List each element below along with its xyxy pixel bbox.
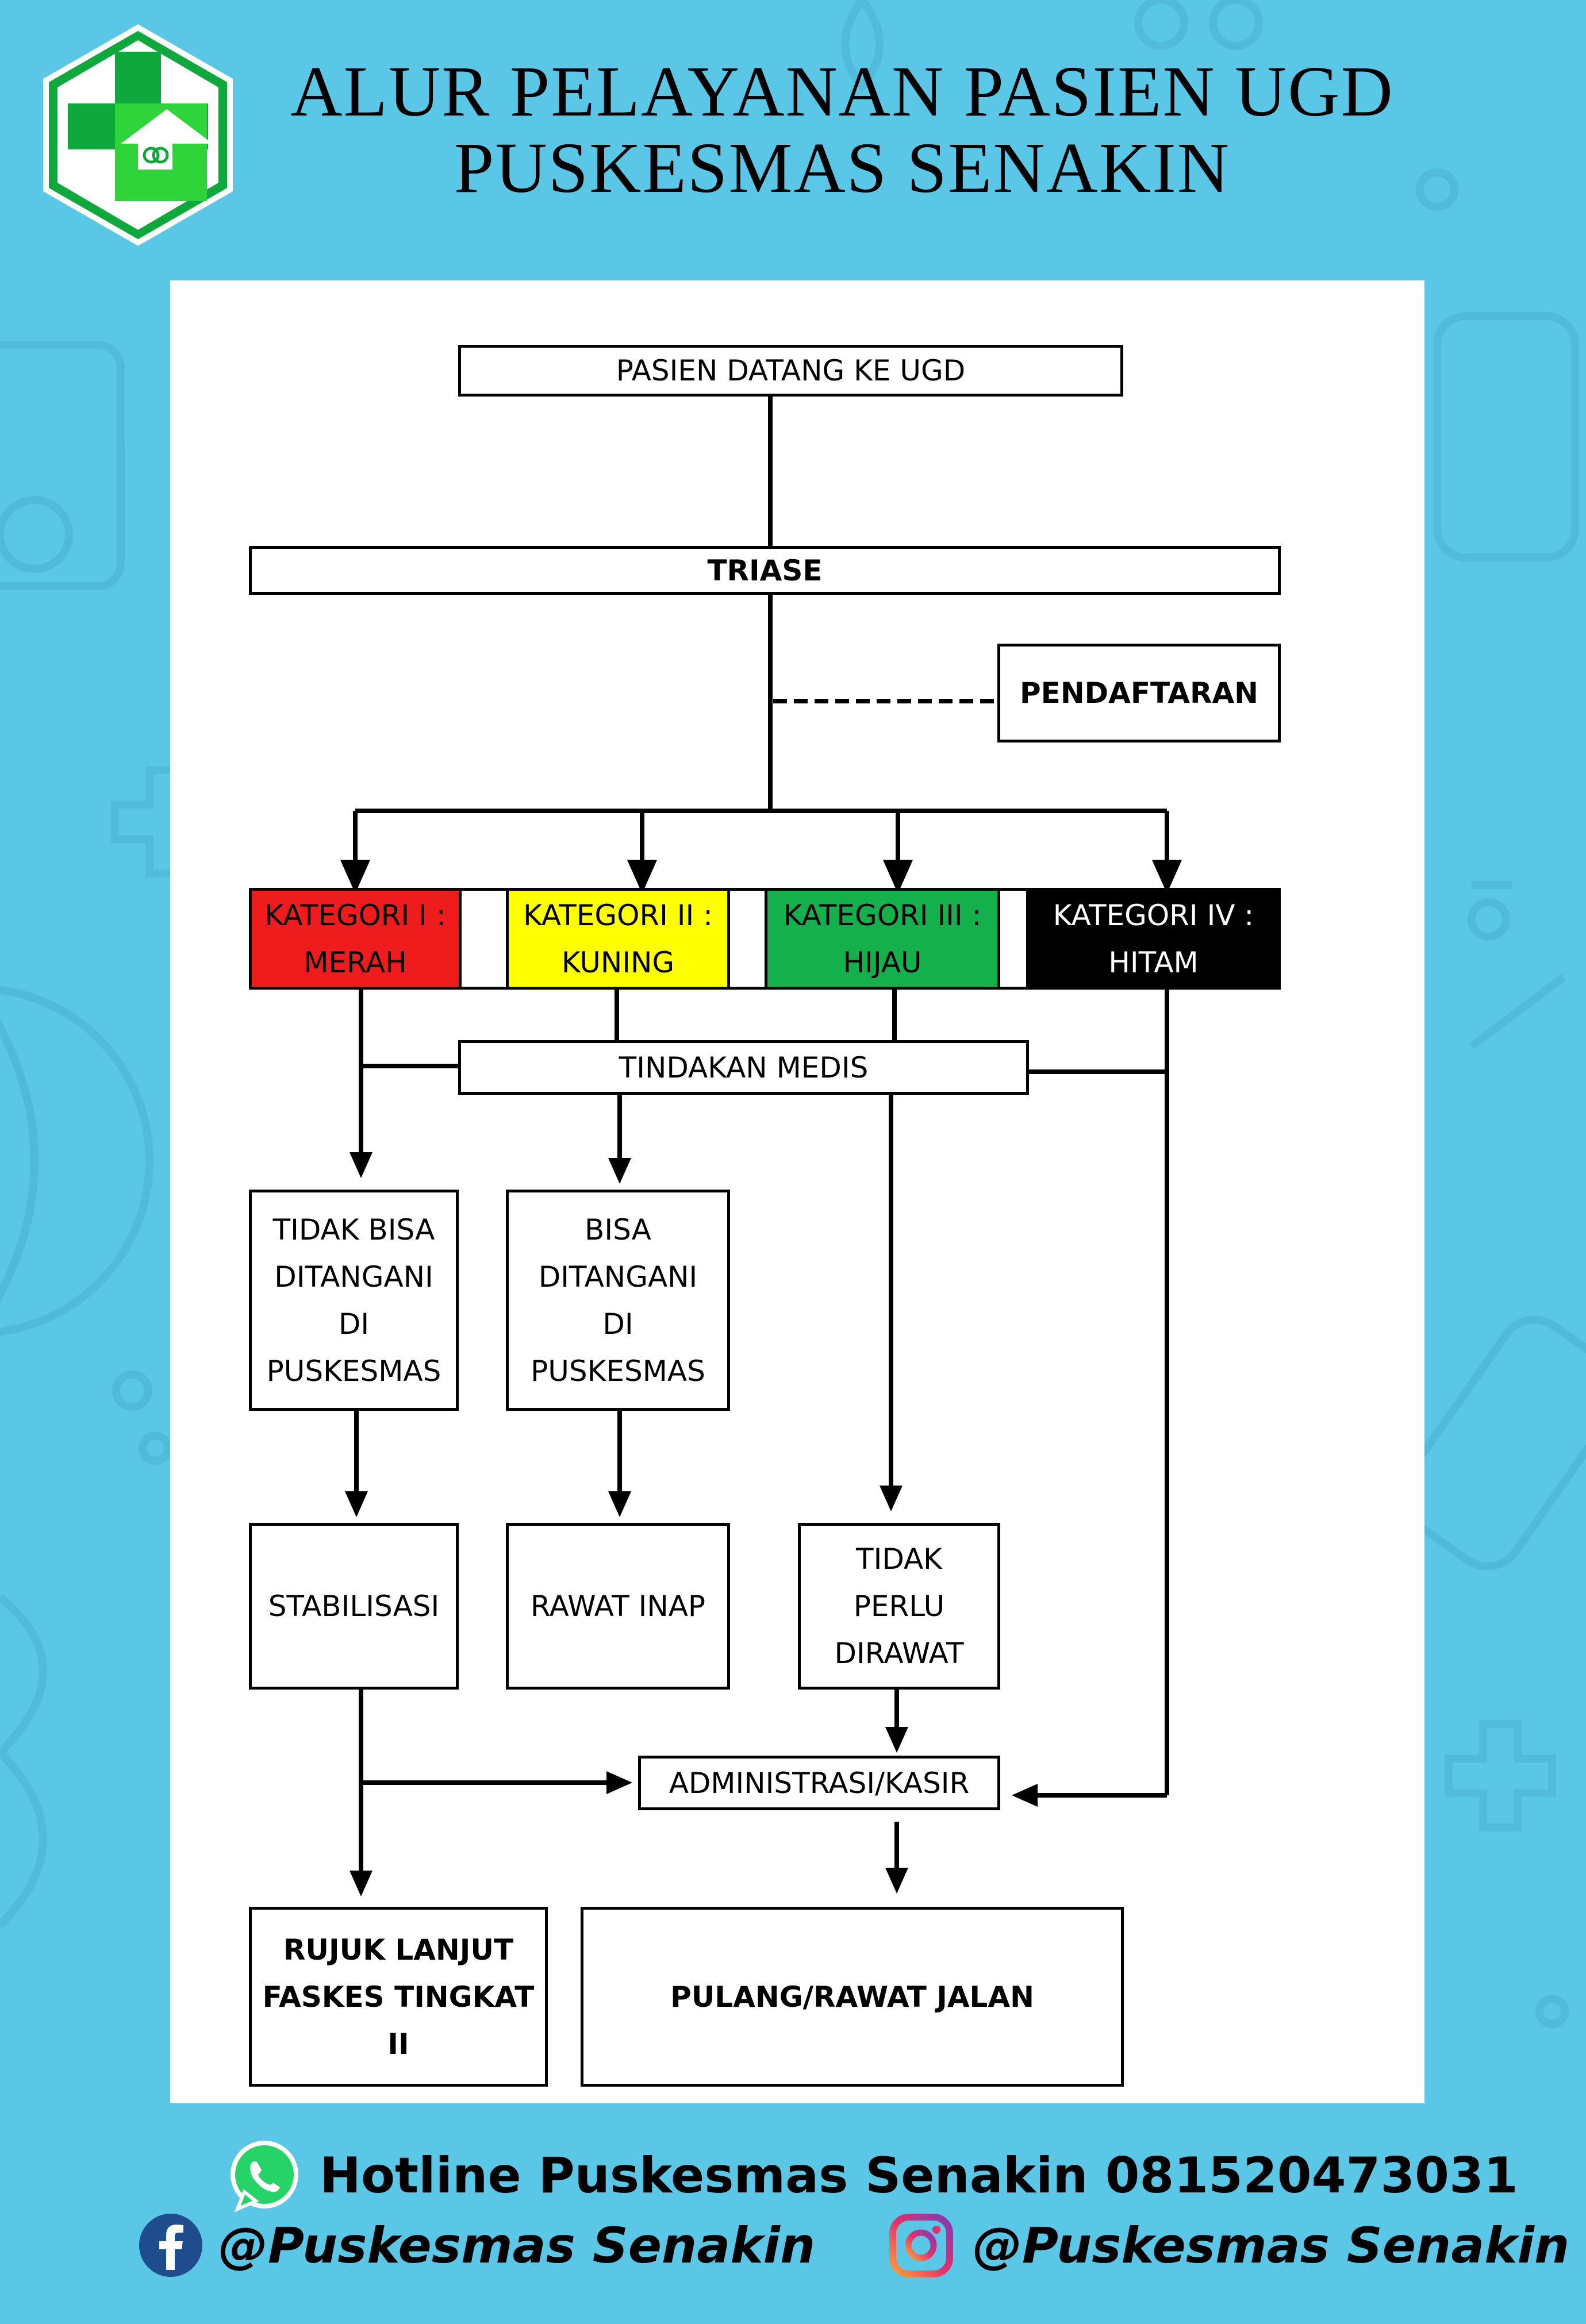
hotline-text: Hotline Puskesmas Senakin 081520473031 (320, 2147, 1518, 2204)
cashier-box: ADMINISTRASI/KASIR (638, 1756, 1000, 1810)
referral-line2: FASKES TINGKAT II (262, 1980, 535, 2061)
triage-box: TRIASE (249, 546, 1281, 595)
cannot-handle-box: TIDAK BISA DITANGANI DI PUSKESMAS (249, 1190, 459, 1411)
category-black-line1: KATEGORI IV : (1053, 898, 1254, 932)
category-red: KATEGORI I : MERAH (249, 888, 462, 990)
page-title-line-2: PUSKESMAS SENAKIN (454, 129, 1231, 208)
cannot-handle-line3: DI (338, 1307, 370, 1341)
page-title-line-1: ALUR PELAYANAN PASIEN UGD (290, 52, 1394, 132)
category-red-line2: MERAH (304, 945, 407, 979)
category-yellow: KATEGORI II : KUNING (506, 888, 730, 990)
category-black: KATEGORI IV : HITAM (1026, 888, 1281, 990)
discharge-box: PULANG/RAWAT JALAN (581, 1907, 1124, 2087)
instagram-handle: @Puskesmas Senakin (973, 2217, 1570, 2275)
facebook-icon (139, 2214, 202, 2277)
medical-action-box: TINDAKAN MEDIS (458, 1040, 1029, 1095)
whatsapp-icon (231, 2141, 298, 2213)
category-black-line2: HITAM (1108, 945, 1199, 979)
category-yellow-line2: KUNING (561, 945, 675, 979)
no-care-line1: TIDAK (856, 1542, 942, 1576)
can-handle-box: BISA DITANGANI DI PUSKESMAS (506, 1190, 730, 1411)
health-cross-logo-icon (43, 24, 233, 246)
referral-box: RUJUK LANJUT FASKES TINGKAT II (249, 1907, 548, 2087)
can-handle-line3: DI (602, 1307, 633, 1341)
arrival-box: PASIEN DATANG KE UGD (458, 345, 1123, 397)
can-handle-line4: PUSKESMAS (531, 1354, 705, 1388)
inpatient-box: RAWAT INAP (506, 1523, 730, 1690)
category-green-line2: HIJAU (843, 945, 922, 979)
can-handle-line2: DITANGANI (538, 1260, 698, 1294)
facebook-handle: @Puskesmas Senakin (218, 2217, 816, 2275)
registration-box: PENDAFTARAN (997, 644, 1281, 742)
referral-line1: RUJUK LANJUT (283, 1933, 514, 1967)
category-green-line1: KATEGORI III : (783, 898, 982, 932)
instagram-icon (889, 2214, 953, 2277)
cannot-handle-line1: TIDAK BISA (272, 1213, 435, 1246)
category-red-line1: KATEGORI I : (264, 898, 446, 932)
cannot-handle-line2: DITANGANI (274, 1260, 433, 1294)
category-yellow-line1: KATEGORI II : (523, 898, 713, 932)
no-care-line3: DIRAWAT (834, 1637, 964, 1670)
can-handle-line1: BISA (585, 1213, 651, 1246)
no-care-line2: PERLU (853, 1590, 945, 1623)
category-green: KATEGORI III : HIJAU (765, 888, 1000, 990)
stabilization-box: STABILISASI (249, 1523, 459, 1690)
no-care-box: TIDAK PERLU DIRAWAT (798, 1523, 1000, 1690)
cannot-handle-line4: PUSKESMAS (266, 1354, 441, 1388)
